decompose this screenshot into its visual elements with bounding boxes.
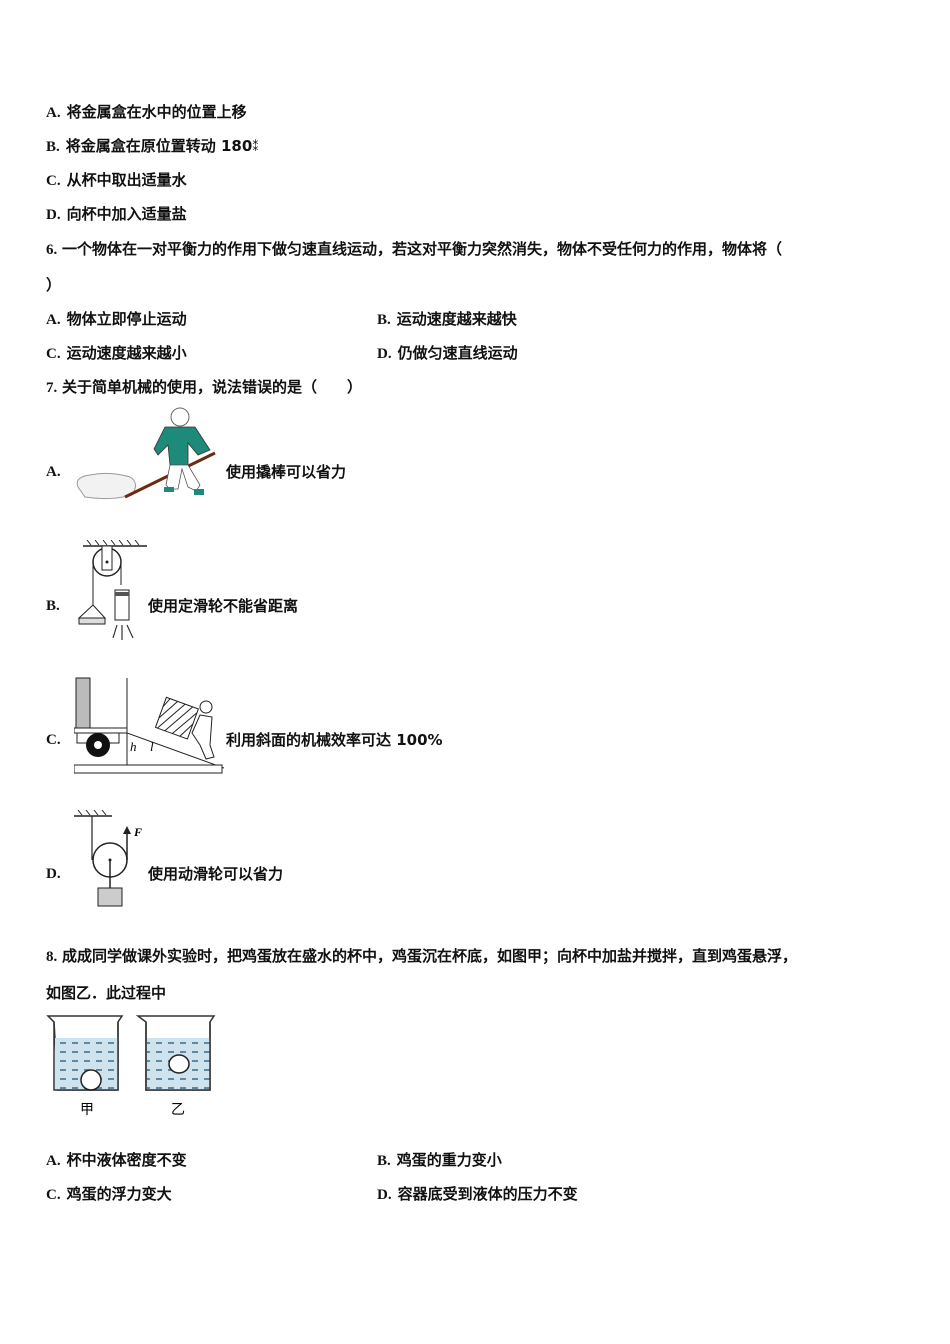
figure-label-jia: 甲 — [80, 1102, 94, 1118]
q6-stem-cont: ） — [46, 275, 61, 295]
option-label: A. — [46, 105, 61, 121]
q6-options-row1: A. 物体立即停止运动 B. 运动速度越来越快 — [46, 309, 906, 330]
option-text: 向杯中加入适量盐 — [66, 205, 187, 223]
figure-label-yi: 乙 — [171, 1102, 185, 1118]
option-text: 从杯中取出适量水 — [66, 171, 187, 189]
option-text: 利用斜面的机械效率可达 100% — [226, 729, 443, 750]
option-label: D. — [377, 346, 392, 362]
q8-options-row1: A. 杯中液体密度不变 B. 鸡蛋的重力变小 — [46, 1150, 906, 1171]
degree-symbol-glyph: ⁑ — [252, 140, 259, 154]
q5-option-d: D. 向杯中加入适量盐 — [46, 204, 187, 225]
question-text: 一个物体在一对平衡力的作用下做匀速直线运动，若这对平衡力突然消失，物体不受任何力… — [62, 240, 783, 258]
beakers-figure: 甲 乙 — [46, 1015, 216, 1118]
q8-option-b: B. 鸡蛋的重力变小 — [377, 1150, 502, 1171]
q6-option-a: A. 物体立即停止运动 — [46, 310, 187, 328]
option-label: C. — [46, 173, 61, 189]
option-label: A. — [46, 312, 61, 328]
q6-option-c: C. 运动速度越来越小 — [46, 344, 187, 362]
option-text: 物体立即停止运动 — [66, 310, 187, 328]
q8-option-c: C. 鸡蛋的浮力变大 — [46, 1185, 172, 1203]
q8-option-d: D. 容器底受到液体的压力不变 — [377, 1184, 578, 1205]
q7-option-b-label: B. — [46, 595, 66, 616]
option-text: 将金属盒在水中的位置上移 — [66, 103, 247, 121]
option-text: 使用动滑轮可以省力 — [148, 865, 284, 883]
question-number: 8. — [46, 949, 58, 965]
option-label: B. — [377, 312, 391, 328]
inclined-plane-figure: h l — [74, 677, 224, 774]
option-text: 将金属盒在原位置转动 180 — [65, 137, 253, 155]
crowbar-figure — [76, 407, 216, 500]
q5-option-b: B. 将金属盒在原位置转动 180⁑ — [46, 136, 258, 157]
option-label: D. — [46, 207, 61, 223]
beaker-yi: 乙 — [135, 1015, 216, 1118]
question-text: 成成同学做课外实验时，把鸡蛋放在盛水的杯中，鸡蛋沉在杯底，如图甲；向杯中加盐并搅… — [62, 947, 798, 965]
question-number: 7. — [46, 380, 58, 396]
height-label: h — [130, 739, 137, 754]
q5-option-a: A. 将金属盒在水中的位置上移 — [46, 102, 247, 123]
q7-option-a-label: A. — [46, 461, 67, 482]
q6-option-d: D. 仍做匀速直线运动 — [377, 343, 518, 364]
question-text: 如图乙．此过程中 — [46, 984, 167, 1002]
option-label: D. — [46, 866, 61, 882]
q7-stem: 7. 关于简单机械的使用，说法错误的是（ ） — [46, 377, 362, 398]
force-label: F — [133, 825, 142, 839]
option-label: A. — [46, 464, 61, 480]
option-text: 运动速度越来越快 — [396, 310, 517, 328]
option-label: C. — [46, 732, 61, 748]
question-number: 6. — [46, 242, 58, 258]
movable-pulley-figure: F — [74, 810, 142, 907]
q6-option-b: B. 运动速度越来越快 — [377, 309, 517, 330]
option-label: B. — [46, 598, 60, 614]
option-text: 运动速度越来越小 — [66, 344, 187, 362]
q7-option-d-label: D. — [46, 863, 67, 884]
beaker-jia: 甲 — [46, 1015, 124, 1118]
option-text: 仍做匀速直线运动 — [397, 344, 518, 362]
option-text: 杯中液体密度不变 — [66, 1151, 187, 1169]
option-label: B. — [377, 1153, 391, 1169]
question-text: 关于简单机械的使用，说法错误的是（ ） — [62, 378, 363, 396]
question-text: ） — [46, 276, 62, 294]
option-label: B. — [46, 139, 60, 155]
length-label: l — [150, 739, 154, 754]
option-text: 使用定滑轮不能省距离 — [148, 597, 299, 615]
q8-options-row2: C. 鸡蛋的浮力变大 D. 容器底受到液体的压力不变 — [46, 1184, 906, 1205]
option-label: C. — [46, 346, 61, 362]
q6-stem: 6. 一个物体在一对平衡力的作用下做匀速直线运动，若这对平衡力突然消失，物体不受… — [46, 239, 782, 260]
q5-option-c: C. 从杯中取出适量水 — [46, 170, 187, 191]
q6-options-row2: C. 运动速度越来越小 D. 仍做匀速直线运动 — [46, 343, 906, 364]
fixed-pulley-figure — [77, 540, 147, 640]
option-label: C. — [46, 1187, 61, 1203]
q8-stem-cont: 如图乙．此过程中 — [46, 983, 166, 1003]
option-text: 鸡蛋的浮力变大 — [66, 1185, 172, 1203]
q8-stem: 8. 成成同学做课外实验时，把鸡蛋放在盛水的杯中，鸡蛋沉在杯底，如图甲；向杯中加… — [46, 946, 797, 967]
q7-option-c-label: C. — [46, 729, 67, 750]
option-text: 鸡蛋的重力变小 — [396, 1151, 502, 1169]
option-text-value: 利用斜面的机械效率可达 100% — [226, 731, 443, 749]
option-text: 使用撬棒可以省力 — [226, 463, 347, 481]
option-label: D. — [377, 1187, 392, 1203]
option-text: 容器底受到液体的压力不变 — [397, 1185, 578, 1203]
option-label: A. — [46, 1153, 61, 1169]
q8-option-a: A. 杯中液体密度不变 — [46, 1151, 187, 1169]
